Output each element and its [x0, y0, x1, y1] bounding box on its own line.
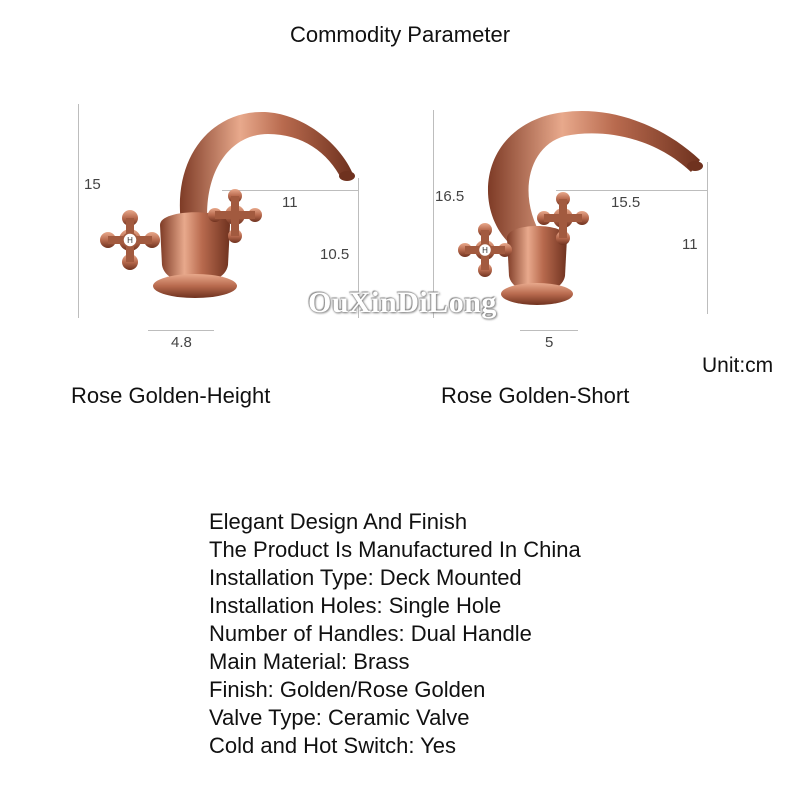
watermark-text: OuXinDiLong [308, 286, 497, 319]
hot-handle-icon: H [100, 210, 160, 270]
spec-item: Main Material: Brass [209, 649, 410, 674]
faucet-tall-image: H [100, 111, 355, 298]
base-dimension-line-2 [520, 330, 578, 331]
cold-handle-icon [208, 189, 262, 243]
height-dimension-line-2 [433, 110, 434, 318]
base-label-2: 5 [545, 334, 554, 351]
base-dimension-line [148, 330, 214, 331]
height-dimension-line [78, 104, 79, 318]
spec-item: Elegant Design And Finish [209, 509, 468, 534]
spout-height-label-2: 11 [682, 236, 698, 253]
spout-reach-dimension-line-2 [556, 190, 708, 191]
hot-handle-icon-2: H [458, 223, 512, 277]
spec-item: Finish: Golden/Rose Golden [209, 677, 486, 702]
faucet-short-image: H [458, 111, 703, 305]
caption-short: Rose Golden-Short [441, 383, 630, 408]
caption-tall: Rose Golden-Height [71, 383, 271, 408]
spec-item: Cold and Hot Switch: Yes [209, 733, 457, 758]
page-title: Commodity Parameter [289, 22, 511, 47]
base-label: 4.8 [171, 334, 192, 351]
spout-reach-dimension-line [222, 190, 358, 191]
spout-reach-label: 11 [282, 194, 298, 211]
height-label-2: 16.5 [435, 188, 465, 205]
spec-item: The Product Is Manufactured In China [209, 537, 581, 562]
spec-item: Number of Handles: Dual Handle [209, 621, 532, 646]
spout-height-label: 10.5 [320, 246, 350, 263]
spout-height-dimension-line-2 [707, 162, 708, 314]
height-label: 15 [84, 176, 101, 193]
spec-list: Elegant Design And Finish The Product Is… [209, 508, 581, 760]
spec-item: Valve Type: Ceramic Valve [209, 705, 470, 730]
svg-text:H: H [482, 246, 488, 255]
spec-item: Installation Holes: Single Hole [209, 593, 502, 618]
cold-handle-icon-2 [537, 192, 589, 245]
spout-height-dimension-line [358, 178, 359, 318]
spout-reach-label-2: 15.5 [611, 194, 641, 211]
svg-text:H: H [127, 236, 133, 245]
spec-item: Installation Type: Deck Mounted [209, 565, 522, 590]
unit-label: Unit:cm [702, 354, 774, 377]
